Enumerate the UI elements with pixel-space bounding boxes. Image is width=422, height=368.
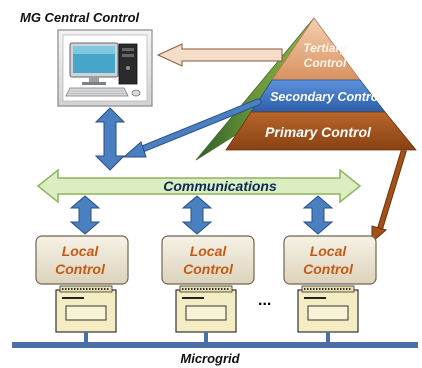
device-connector-2 (204, 332, 208, 343)
control-pyramid (195, 17, 417, 161)
local-control-box-1 (35, 235, 129, 285)
local-control-2-line-2: Control (183, 261, 233, 277)
arrow-comm-to-local-1 (69, 195, 101, 235)
communications-bus (36, 168, 362, 204)
arrow-tertiary-to-central (156, 43, 283, 67)
local-control-3-line-2: Control (303, 261, 353, 277)
secondary-control-label: Secondary Control (270, 90, 382, 104)
ellipsis-more-units: ... (258, 292, 272, 309)
pyramid-tier-primary (225, 111, 417, 151)
microgrid-bus (12, 342, 418, 348)
local-control-box-3 (283, 235, 377, 285)
computer-icon (65, 42, 141, 97)
local-control-label-3: Local Control (286, 242, 370, 278)
device-icon-3 (297, 285, 359, 333)
local-control-2-line-1: Local (189, 243, 227, 259)
local-control-1-line-2: Control (55, 261, 105, 277)
local-control-1-line-1: Local (61, 243, 99, 259)
arrow-primary-to-local (371, 149, 407, 244)
local-control-label-2: Local Control (166, 242, 250, 278)
microgrid-label: Microgrid (180, 351, 240, 366)
device-icon-2 (175, 285, 237, 333)
local-control-3-line-1: Local (309, 243, 347, 259)
arrow-secondary-to-central (122, 98, 262, 158)
arrow-comm-to-local-3 (302, 195, 334, 235)
device-connector-1 (84, 332, 88, 343)
device-icon-1 (55, 285, 117, 333)
central-control-title: MG Central Control (20, 10, 140, 25)
device-connector-3 (326, 332, 330, 343)
local-control-label-1: Local Control (38, 242, 122, 278)
local-control-box-2 (161, 235, 255, 285)
primary-control-label: Primary Control (265, 124, 371, 140)
tertiary-line-1: Tertiary (303, 41, 347, 55)
tertiary-line-2: Control (303, 56, 347, 70)
arrow-central-to-communications (94, 107, 126, 171)
arrow-comm-to-local-2 (181, 195, 213, 235)
communications-label: Communications (163, 178, 277, 194)
tertiary-control-label: Tertiary Control (292, 41, 358, 71)
